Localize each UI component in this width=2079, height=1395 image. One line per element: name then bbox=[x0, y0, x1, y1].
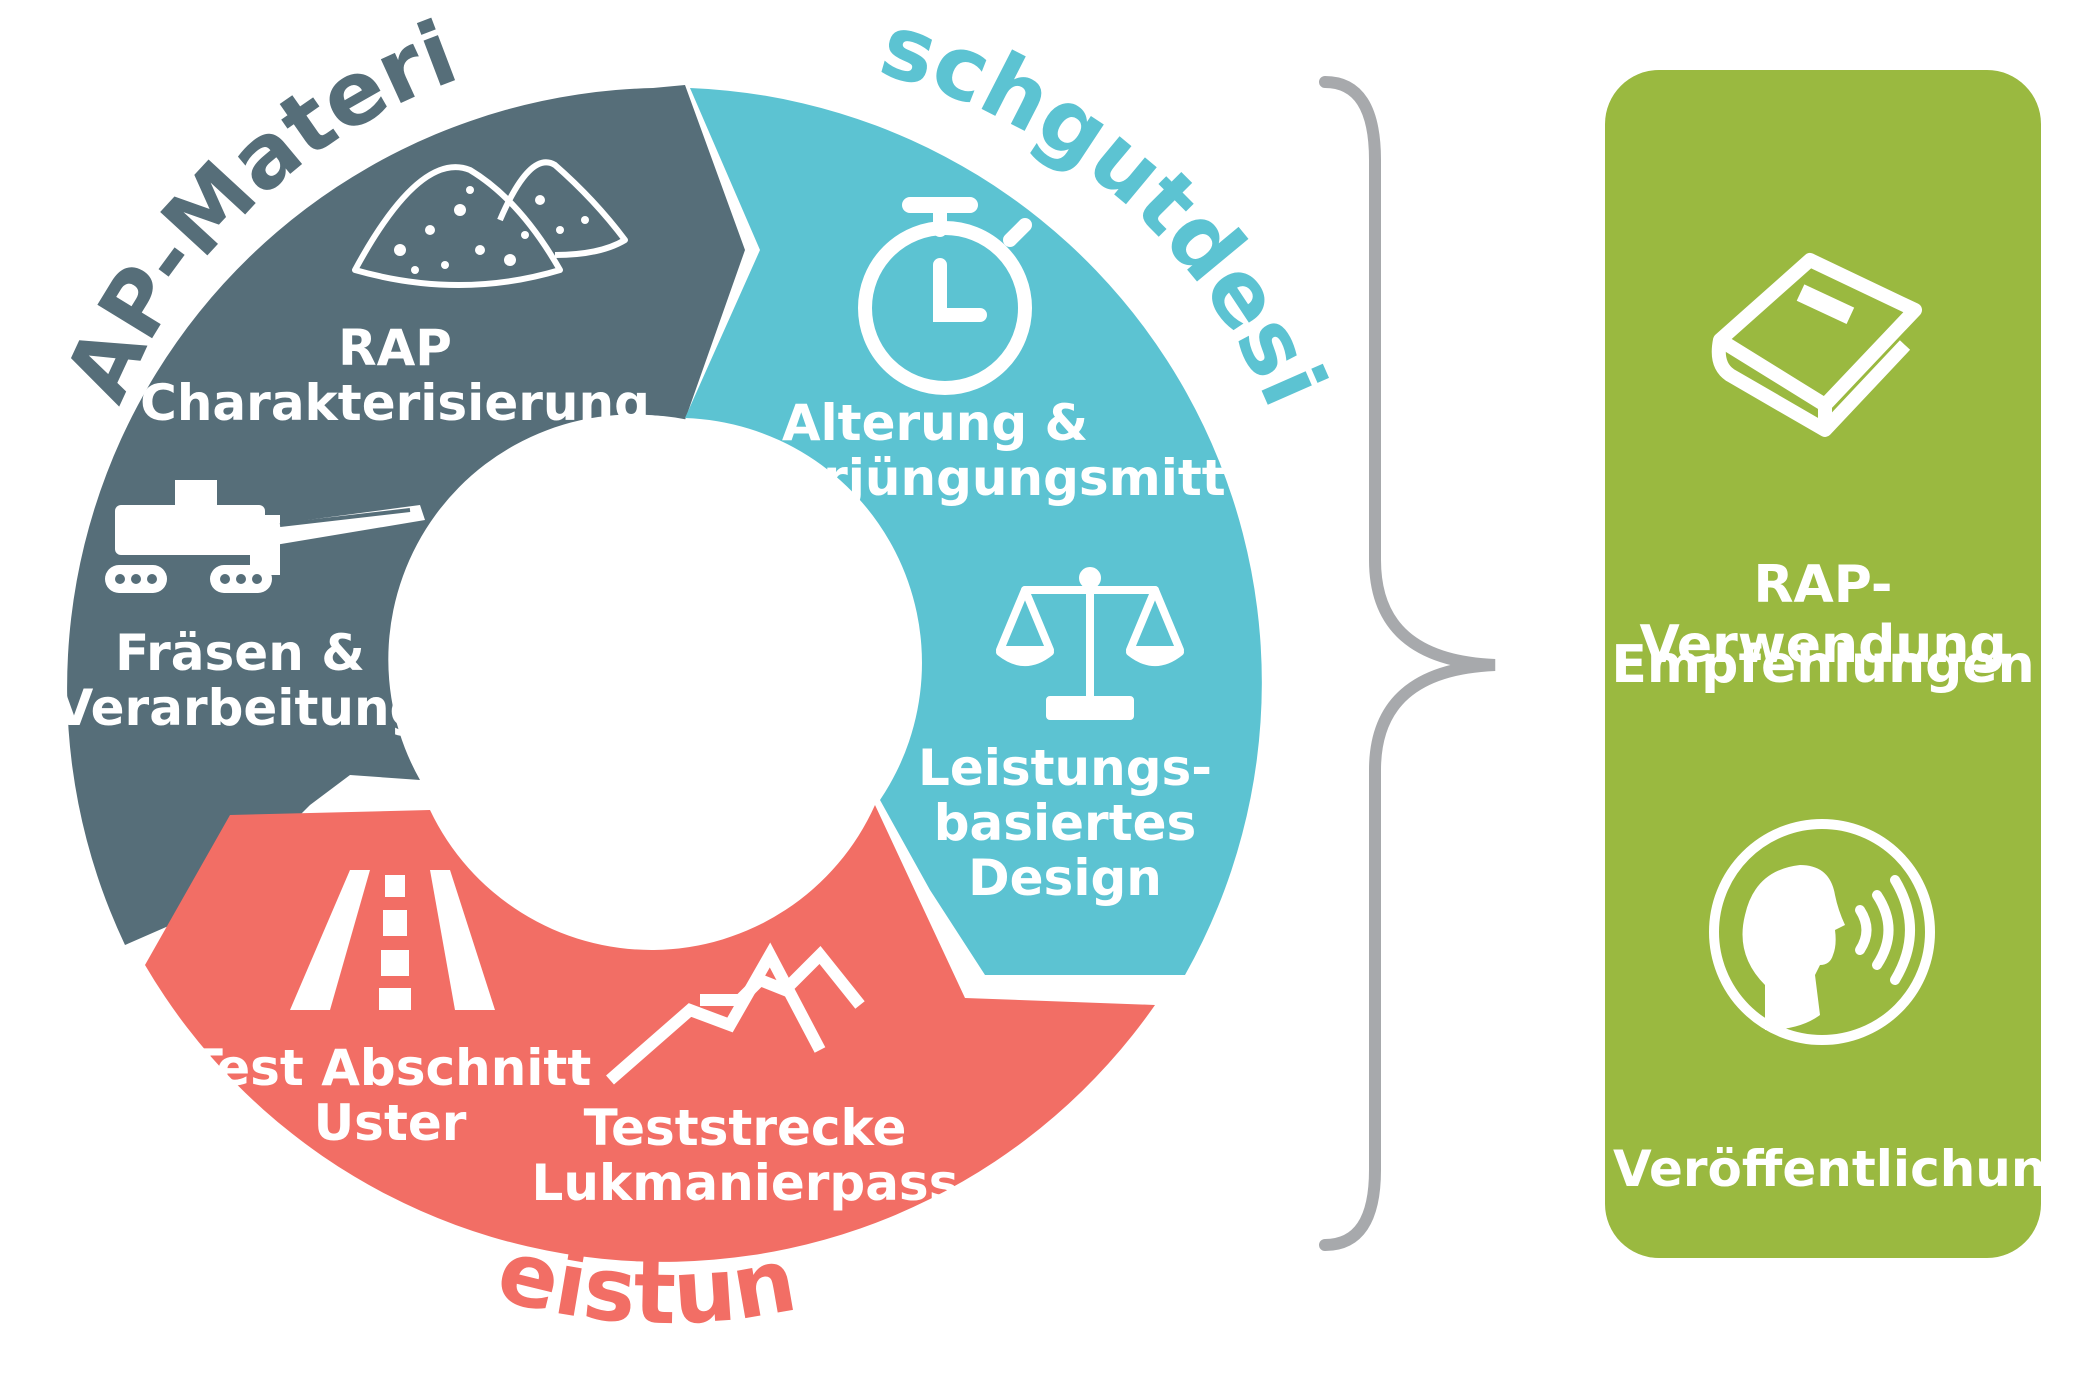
cycle-center-hole bbox=[395, 415, 885, 905]
label-test-abschnitt-2: Uster bbox=[314, 1094, 467, 1152]
label-teststrecke-2: Lukmanierpass bbox=[532, 1154, 959, 1212]
label-fraesen-2: Verarbeitung bbox=[55, 679, 426, 737]
outcome-recommendation-line1: RAP-Verwendung bbox=[1639, 555, 2007, 675]
outcome-recommendation-line2: Empfehlungen bbox=[1611, 635, 2035, 695]
label-rap-char-2: Charakterisierung bbox=[140, 374, 650, 432]
outcome-publication: Veröffentlichung bbox=[1613, 1140, 2079, 1198]
balance-scale-icon bbox=[996, 567, 1184, 720]
label-alterung-2: Verjüngungsmittel bbox=[753, 449, 1277, 507]
gravel-pile-icon bbox=[352, 159, 628, 288]
book-icon bbox=[1711, 253, 1922, 437]
outcome-panel: RAP-Verwendung Empfehlungen Veröffentlic… bbox=[1605, 70, 2079, 1258]
segment-mischgutdesign bbox=[685, 88, 1262, 975]
label-rap-char-1: RAP bbox=[338, 319, 452, 377]
label-test-abschnitt-1: Test Abschnitt bbox=[189, 1039, 591, 1097]
milling-machine-icon bbox=[105, 480, 425, 593]
curly-brace bbox=[1319, 76, 1496, 1251]
label-leistungsbasiert-2: basiertes bbox=[934, 794, 1197, 852]
mountain-icon bbox=[606, 942, 865, 1085]
label-teststrecke-1: Teststrecke bbox=[584, 1099, 907, 1157]
road-icon bbox=[290, 870, 495, 1010]
stopwatch-icon bbox=[858, 197, 1032, 395]
label-leistungsbasiert-3: Design bbox=[968, 849, 1162, 907]
label-fraesen-1: Fräsen & bbox=[115, 624, 365, 682]
label-alterung-1: Alterung & bbox=[782, 394, 1088, 452]
speaking-head-icon bbox=[1709, 819, 1935, 1045]
label-leistungsbasiert-1: Leistungs- bbox=[918, 739, 1212, 797]
